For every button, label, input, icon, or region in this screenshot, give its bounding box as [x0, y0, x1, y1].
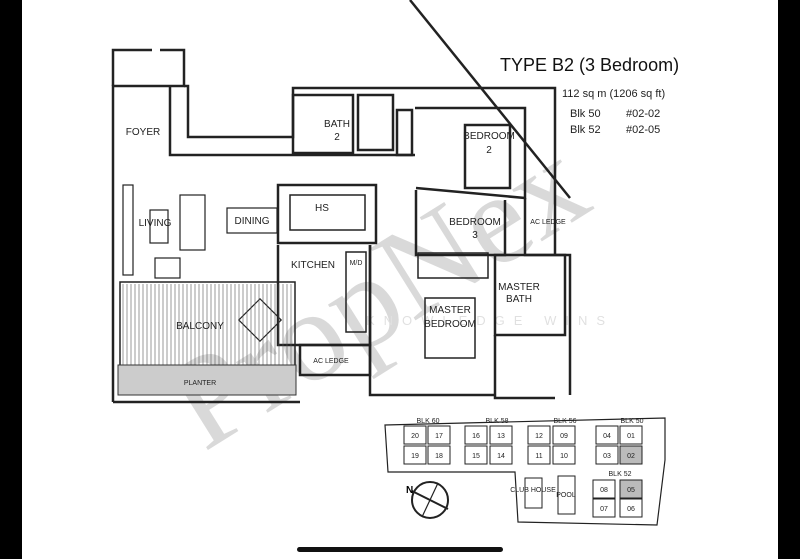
svg-text:03: 03 — [603, 453, 611, 460]
room-label-bedroom2: BEDROOM — [463, 131, 515, 142]
svg-text:13: 13 — [497, 433, 505, 440]
room-label-ac-ledge: AC LEDGE — [530, 219, 566, 226]
key-unit: 18 — [427, 445, 451, 465]
room-label-bath2: BATH — [324, 119, 350, 130]
key-block-label: BLK 58 — [486, 418, 509, 425]
key-unit: 14 — [489, 445, 513, 465]
room-label-bedroom3: BEDROOM — [449, 217, 501, 228]
svg-text:14: 14 — [497, 453, 505, 460]
balcony-hatch — [122, 284, 292, 365]
room-label-dining: DINING — [235, 216, 270, 227]
svg-text:10: 10 — [560, 453, 568, 460]
room-label-bedroom3-num: 3 — [472, 230, 478, 241]
key-unit: 12 — [527, 425, 551, 445]
home-indicator[interactable] — [297, 547, 503, 552]
key-block-label: BLK 60 — [417, 418, 440, 425]
room-label-balcony: BALCONY — [176, 321, 224, 332]
key-unit: 13 — [489, 425, 513, 445]
compass-icon: N — [406, 481, 449, 519]
svg-text:16: 16 — [472, 433, 480, 440]
key-unit: 07 — [592, 498, 616, 518]
key-block-label: BLK 56 — [554, 418, 577, 425]
key-block-label: BLK 52 — [609, 471, 632, 478]
key-unit: 11 — [527, 445, 551, 465]
key-unit: 08 — [592, 479, 616, 499]
svg-text:17: 17 — [435, 433, 443, 440]
unit-block: Blk 52 — [570, 124, 601, 136]
room-label-living: LIVING — [139, 218, 172, 229]
svg-text:12: 12 — [535, 433, 543, 440]
key-unit: 02 — [619, 445, 643, 465]
key-unit: 20 — [403, 425, 427, 445]
svg-text:N: N — [406, 485, 413, 496]
floor-plan-sheet — [22, 0, 778, 559]
room-label-bedroom2-num: 2 — [486, 145, 492, 156]
key-unit: 16 — [464, 425, 488, 445]
key-unit: 09 — [552, 425, 576, 445]
room-label-master-bath: MASTER — [498, 282, 540, 293]
planter-area — [117, 364, 297, 396]
room-label-bath2-num: 2 — [334, 132, 340, 143]
svg-text:04: 04 — [603, 433, 611, 440]
key-unit: 17 — [427, 425, 451, 445]
key-unit: 04 — [595, 425, 619, 445]
svg-text:08: 08 — [600, 487, 608, 494]
key-club-house: CLUB HOUSE — [510, 487, 556, 494]
unit-number: #02-05 — [626, 124, 661, 136]
svg-text:02: 02 — [627, 453, 635, 460]
plan-title: TYPE B2 (3 Bedroom) — [500, 55, 680, 75]
walls — [111, 0, 572, 404]
room-label-ac-ledge-2: AC LEDGE — [313, 358, 349, 365]
svg-text:KNOWLEDGE WINS: KNOWLEDGE WINS — [366, 313, 614, 328]
svg-text:09: 09 — [560, 433, 568, 440]
room-label-planter: PLANTER — [184, 380, 216, 387]
svg-text:20: 20 — [411, 433, 419, 440]
key-block-label: BLK 50 — [621, 418, 644, 425]
svg-text:06: 06 — [627, 506, 635, 513]
key-plan: 20 19 17 18 16 15 13 14 12 11 09 10 04 03 01 02 08 05 07 06… — [384, 417, 666, 526]
room-label-hs: HS — [315, 203, 329, 214]
plan-area: 112 sq m (1206 sq ft) — [562, 88, 666, 100]
unit-number: #02-02 — [626, 108, 661, 120]
key-unit: 15 — [464, 445, 488, 465]
key-unit: 01 — [619, 425, 643, 445]
room-label-master-bedroom-2: BEDROOM — [424, 319, 476, 330]
svg-text:18: 18 — [435, 453, 443, 460]
room-label-md: M/D — [350, 260, 363, 267]
key-unit: 05 — [619, 479, 643, 499]
room-labels: FOYER BATH 2 BEDROOM 2 LIVING DINING HS … — [126, 119, 566, 387]
key-unit: 19 — [403, 445, 427, 465]
svg-text:11: 11 — [535, 453, 542, 460]
key-unit: 10 — [552, 445, 576, 465]
svg-text:01: 01 — [627, 433, 635, 440]
room-label-master-bedroom: MASTER — [429, 305, 471, 316]
room-label-master-bath-2: BATH — [506, 294, 532, 305]
room-label-kitchen: KITCHEN — [291, 260, 335, 271]
unit-block: Blk 50 — [570, 108, 601, 120]
svg-text:PropNex: PropNex — [143, 110, 611, 477]
room-label-foyer: FOYER — [126, 127, 160, 138]
svg-text:19: 19 — [411, 453, 419, 460]
svg-text:15: 15 — [472, 453, 480, 460]
key-unit: 03 — [595, 445, 619, 465]
svg-text:05: 05 — [627, 487, 635, 494]
svg-text:07: 07 — [600, 506, 608, 513]
key-unit: 06 — [619, 498, 643, 518]
key-pool: POOL — [556, 492, 576, 499]
